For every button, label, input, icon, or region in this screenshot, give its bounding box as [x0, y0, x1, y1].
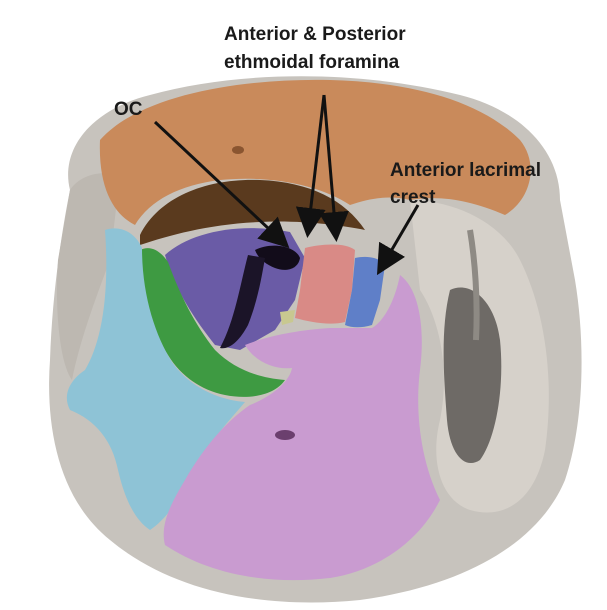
palatine-bone: [280, 310, 295, 325]
nasal-aperture: [443, 287, 502, 464]
frontal-bone: [99, 79, 531, 225]
lacrimal-bone: [345, 256, 385, 328]
zygomatic-bone: [66, 228, 245, 531]
sphenoid-greater-wing: [140, 248, 285, 397]
label-foramina-line1: Anterior & Posterior: [224, 24, 406, 45]
arrow-posterior-ethmoidal: [319, 94, 349, 242]
ethmoid-bone: [295, 244, 355, 324]
superior-orbital-fissure: [220, 255, 265, 349]
label-lacrimal-line1: Anterior lacrimal: [390, 160, 541, 181]
label-lacrimal-line2: crest: [390, 187, 436, 208]
arrow-anterior-ethmoidal: [295, 94, 326, 238]
arrow-oc: [153, 120, 290, 249]
label-foramina-line2: ethmoidal foramina: [224, 52, 400, 73]
maxilla-bone: [163, 275, 441, 581]
arrow-lacrimal-crest: [376, 204, 420, 276]
nasal-septum: [467, 229, 480, 341]
infraorbital-foramen: [275, 430, 295, 440]
label-oc: OC: [114, 99, 143, 120]
lateral-skull-left: [56, 173, 120, 380]
supraorbital-notch: [232, 146, 244, 154]
optic-canal: [255, 245, 300, 270]
